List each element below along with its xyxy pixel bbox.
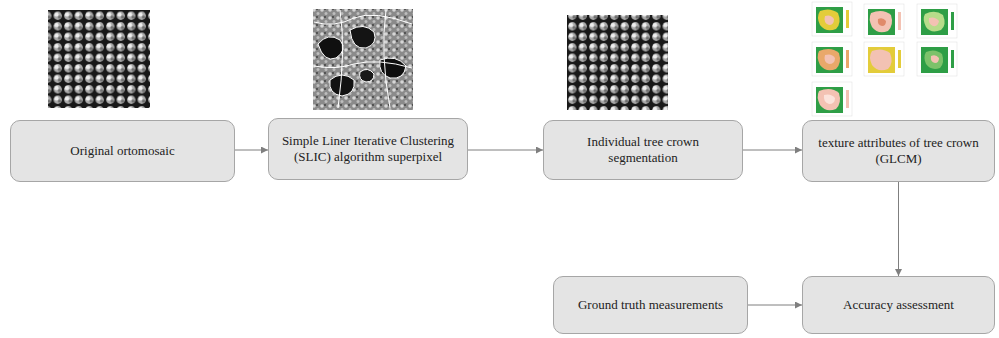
map-frame <box>917 4 957 38</box>
process-box: Simple Liner Iterative Clustering (SLIC)… <box>268 118 468 180</box>
superpixel-dark <box>380 58 406 78</box>
flow-arrow <box>235 150 268 151</box>
map-frame <box>812 2 852 36</box>
map-region <box>824 94 835 104</box>
glcm-maps <box>812 2 957 116</box>
map-region <box>825 15 835 25</box>
map-ground <box>816 7 843 33</box>
map-scale <box>846 90 849 108</box>
map-region <box>818 9 840 30</box>
map-ground <box>816 87 843 113</box>
superpixel-boundary <box>314 10 412 108</box>
orthomosaic-grid <box>48 10 150 108</box>
superpixel-dark <box>360 69 374 82</box>
texture-map <box>812 2 852 36</box>
superpixel-dark <box>350 26 375 48</box>
box-label: texture attributes of tree crown (GLCM) <box>813 135 984 168</box>
box-label: Simple Liner Iterative Clustering (SLIC)… <box>279 133 457 166</box>
map-scale <box>846 10 849 28</box>
map-region <box>818 89 840 110</box>
texture-map <box>812 82 852 116</box>
orthomosaic-image <box>48 10 150 108</box>
texture-map <box>917 42 957 76</box>
map-region <box>878 18 886 26</box>
segmented-crowns <box>567 15 668 110</box>
map-scale <box>898 12 901 30</box>
map-frame <box>812 42 852 76</box>
slic-image <box>313 9 413 110</box>
flow-arrow <box>748 305 802 306</box>
texture-map <box>864 4 904 38</box>
superpixel-dark <box>318 37 343 59</box>
flow-arrow <box>468 150 543 151</box>
box-label: Accuracy assessment <box>843 297 954 313</box>
flow-arrow <box>898 182 899 276</box>
map-frame <box>864 4 904 38</box>
map-frame <box>812 82 852 116</box>
texture-map <box>812 42 852 76</box>
map-ground <box>921 9 948 35</box>
map-frame <box>864 42 904 76</box>
box-label: Ground truth measurements <box>578 297 723 313</box>
box-label: Individual tree crown segmentation <box>554 134 732 167</box>
superpixel-dark <box>330 75 355 96</box>
map-region <box>929 17 939 26</box>
map-region <box>825 54 836 64</box>
process-box: Original ortomosaic <box>10 120 235 182</box>
texture-map <box>864 42 904 76</box>
process-box: Accuracy assessment <box>802 276 995 334</box>
map-scale <box>846 50 849 68</box>
map-region <box>924 12 945 32</box>
map-ground <box>816 47 843 73</box>
process-box: Individual tree crown segmentation <box>543 120 743 180</box>
map-scale <box>951 12 954 30</box>
segmentation-image <box>567 15 668 110</box>
map-region <box>818 49 840 70</box>
process-box: texture attributes of tree crown (GLCM) <box>802 120 995 182</box>
map-frame <box>917 42 957 76</box>
slic-ground <box>313 9 413 110</box>
map-region <box>925 50 944 69</box>
map-scale <box>898 50 901 68</box>
map-ground <box>868 47 895 73</box>
map-region <box>870 49 892 70</box>
map-scale <box>951 50 954 68</box>
flow-arrow <box>743 150 802 151</box>
map-ground <box>868 9 895 35</box>
map-ground <box>921 47 948 73</box>
box-label: Original ortomosaic <box>70 143 174 159</box>
process-box: Ground truth measurements <box>553 276 748 334</box>
map-region <box>870 11 892 32</box>
map-region <box>931 55 939 63</box>
texture-map <box>917 4 957 38</box>
